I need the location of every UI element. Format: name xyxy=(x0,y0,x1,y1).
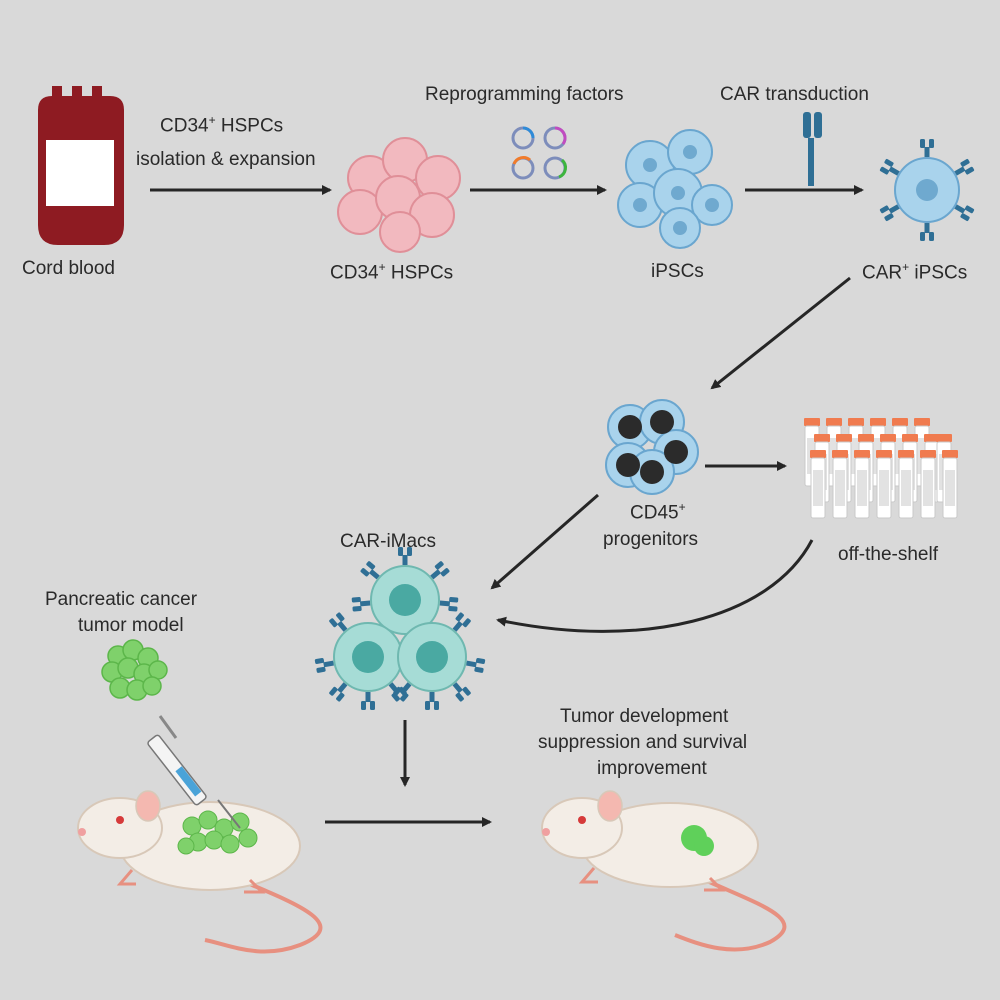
car-ipsc-car-text: CAR xyxy=(862,262,903,284)
pancreatic-line2-label: tumor model xyxy=(78,615,184,636)
car-ipsc-sup: + xyxy=(902,260,910,274)
hspc-cluster-icon xyxy=(337,137,461,253)
off-the-shelf-label: off-the-shelf xyxy=(838,544,938,565)
mouse-right-icon xyxy=(541,790,787,952)
hspc-rest-text: HSPCs xyxy=(385,262,454,284)
cd45-line1-label: CD45+ xyxy=(630,500,686,526)
car-receptor-icon xyxy=(803,112,822,186)
vial-rack-icon xyxy=(803,417,959,519)
progenitor-cluster-icon xyxy=(605,399,699,495)
step1-hspcs-text: HSPCs xyxy=(215,115,284,137)
car-ipsc-label: CAR+ iPSCs xyxy=(862,260,967,286)
outcome-line3-label: improvement xyxy=(597,758,707,779)
tumor-icon xyxy=(101,639,168,701)
hspc-cd34-text: CD34 xyxy=(330,262,379,284)
syringe-icon xyxy=(147,715,241,829)
outcome-line2-label: suppression and survival xyxy=(538,732,748,753)
pancreatic-line1-label: Pancreatic cancer xyxy=(45,589,198,610)
ipsc-label: iPSCs xyxy=(651,261,704,282)
step1-cd34-text: CD34 xyxy=(160,115,209,137)
ipsc-cluster-icon xyxy=(617,129,733,249)
arrow-progenitor-to-imacs xyxy=(490,493,599,590)
cd45-line2-label: progenitors xyxy=(603,529,699,550)
hspc-label: CD34+ HSPCs xyxy=(330,260,453,286)
cd45-text: CD45 xyxy=(630,502,679,524)
flow-arrows xyxy=(150,185,864,827)
step1-line2-label: isolation & expansion xyxy=(136,149,316,170)
reprogramming-label: Reprogramming factors xyxy=(425,84,624,105)
plasmid-icon xyxy=(511,126,567,180)
car-imac-cluster-icon xyxy=(314,547,486,710)
step1-line1-label: CD34+ HSPCs xyxy=(160,113,283,139)
arrow-car-to-progenitor xyxy=(710,276,851,390)
mouse-left-icon xyxy=(77,790,323,954)
cd45-sup: + xyxy=(678,500,686,514)
blood-bag-icon xyxy=(38,86,124,245)
car-ipsc-icon xyxy=(879,139,975,241)
car-ipsc-rest-text: iPSCs xyxy=(909,262,968,284)
car-imacs-label: CAR-iMacs xyxy=(340,531,437,552)
hspc-sup: + xyxy=(378,260,386,274)
car-transduction-label: CAR transduction xyxy=(720,84,869,105)
step1-cd34-sup: + xyxy=(208,113,216,127)
arrow-vials-to-imacs xyxy=(496,539,814,633)
outcome-line1-label: Tumor development xyxy=(560,706,729,727)
cord-blood-label: Cord blood xyxy=(22,258,115,279)
